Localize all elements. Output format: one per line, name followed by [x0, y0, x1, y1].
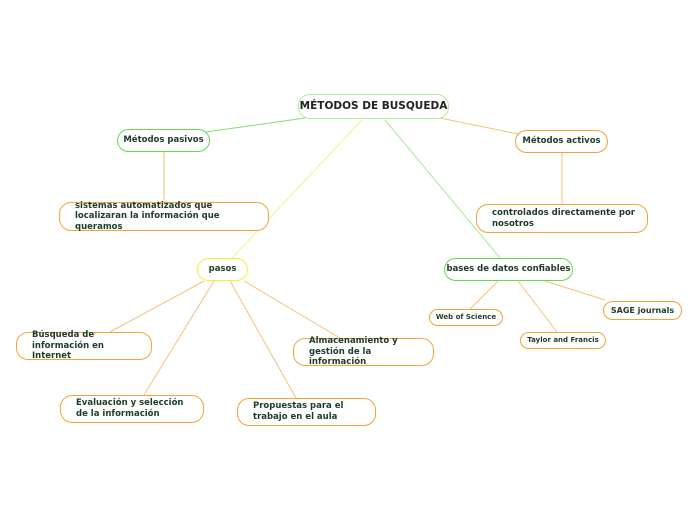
- node-pasos[interactable]: pasos: [197, 258, 248, 281]
- node-bases-de-datos[interactable]: bases de datos confiables: [444, 258, 573, 281]
- node-step-almacenamiento[interactable]: Almacenamiento y gestión de la informaci…: [293, 336, 434, 368]
- edge-root-activos: [439, 117, 519, 135]
- node-web-of-science-label: Web of Science: [435, 313, 497, 322]
- node-step-evaluacion[interactable]: Evaluación y selección de la información: [60, 395, 204, 423]
- edge-root-pasos: [231, 119, 363, 259]
- node-taylor-and-francis[interactable]: Taylor and Francis: [520, 332, 606, 349]
- node-metodos-pasivos-label: Métodos pasivos: [123, 135, 204, 146]
- node-metodos-activos-label: Métodos activos: [522, 136, 601, 147]
- node-taylor-and-francis-label: Taylor and Francis: [527, 336, 599, 345]
- edge-root-bases: [384, 119, 501, 259]
- node-sage-journals-label: SAGE journals: [610, 305, 675, 315]
- node-step-propuestas-label: Propuestas para el trabajo en el aula: [253, 401, 344, 422]
- edge-root-pasivos: [205, 117, 306, 133]
- node-activos-detail-label: controlados directamente por nosotros: [492, 207, 635, 229]
- node-step-evaluacion-label: Evaluación y selección de la información: [76, 398, 184, 419]
- node-pasivos-detail[interactable]: sistemas automatizados que localizaran l…: [59, 200, 269, 232]
- edge-bases-sage: [544, 280, 606, 301]
- node-metodos-activos[interactable]: Métodos activos: [515, 130, 608, 153]
- node-step-propuestas[interactable]: Propuestas para el trabajo en el aula: [237, 398, 376, 426]
- root-label: MÉTODOS DE BUSQUEDA: [299, 99, 448, 112]
- edge-pasos-step3: [229, 280, 297, 399]
- edge-pasos-step1: [109, 280, 205, 333]
- root-node[interactable]: MÉTODOS DE BUSQUEDA: [298, 94, 449, 119]
- node-pasivos-detail-label: sistemas automatizados que localizaran l…: [75, 200, 220, 232]
- node-sage-journals[interactable]: SAGE journals: [603, 301, 682, 320]
- node-step-busqueda[interactable]: Búsqueda de información en Internet: [16, 330, 152, 362]
- node-activos-detail[interactable]: controlados directamente por nosotros: [476, 204, 648, 233]
- edge-pasos-step4: [243, 280, 341, 339]
- node-web-of-science[interactable]: Web of Science: [429, 309, 503, 326]
- node-step-almacenamiento-label: Almacenamiento y gestión de la informaci…: [309, 336, 398, 368]
- node-pasos-label: pasos: [208, 264, 237, 275]
- node-bases-de-datos-label: bases de datos confiables: [446, 264, 571, 275]
- edge-bases-tf: [517, 280, 558, 333]
- edge-bases-wos: [469, 280, 499, 310]
- node-metodos-pasivos[interactable]: Métodos pasivos: [117, 129, 210, 152]
- node-step-busqueda-label: Búsqueda de información en Internet: [32, 330, 104, 362]
- edge-pasos-step2: [143, 280, 215, 396]
